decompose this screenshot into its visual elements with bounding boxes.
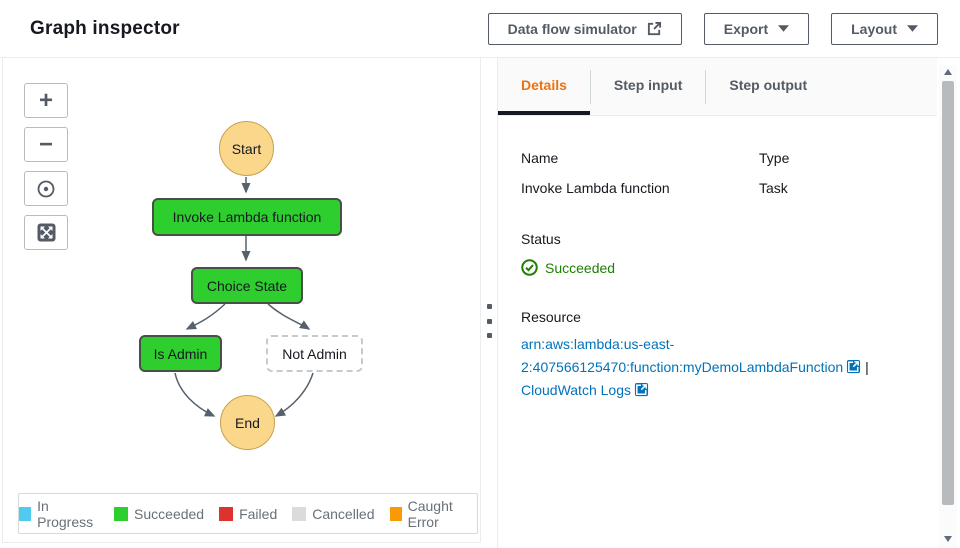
legend-label: Succeeded — [134, 505, 205, 522]
zoom-in-icon: + — [38, 86, 53, 114]
type-value: Task — [759, 180, 788, 196]
scroll-up-icon — [944, 69, 952, 75]
status-text: Succeeded — [545, 259, 616, 276]
failed-swatch — [219, 506, 234, 521]
scrollbar-up-button[interactable] — [939, 65, 957, 79]
zoom-in-button[interactable]: + — [24, 83, 68, 118]
graph-node-is-admin[interactable]: Is Admin — [139, 335, 222, 372]
success-check-icon — [521, 259, 538, 276]
cloudwatch-logs-text: CloudWatch Logs — [521, 382, 631, 398]
tab-step-input-label: Step input — [613, 76, 683, 93]
end-node-label: End — [235, 414, 260, 431]
is-admin-node-label: Is Admin — [153, 345, 208, 362]
name-value: Invoke Lambda function — [521, 180, 670, 196]
graph-zoom-controls: + − — [24, 83, 68, 250]
step-details-panel: Details Step input Step output Name Type… — [497, 58, 937, 548]
tab-step-input[interactable]: Step input — [591, 58, 705, 115]
caret-down-icon — [778, 25, 790, 32]
fit-view-button[interactable] — [24, 215, 68, 250]
legend-succeeded: Succeeded — [114, 506, 204, 522]
tab-step-output[interactable]: Step output — [706, 58, 830, 115]
center-view-button[interactable] — [24, 171, 68, 206]
content-area: + − — [0, 58, 960, 548]
tab-step-output-label: Step output — [729, 76, 808, 93]
layout-button[interactable]: Layout — [831, 12, 938, 45]
in-progress-swatch — [19, 506, 32, 521]
status-block: Status Succeeded — [521, 231, 913, 276]
tab-details-label: Details — [521, 76, 567, 93]
details-scrollbar — [939, 65, 957, 548]
zoom-out-button[interactable]: − — [24, 127, 68, 162]
drag-dot — [486, 318, 492, 324]
tab-separator — [589, 69, 591, 104]
not-admin-node-label: Not Admin — [282, 345, 347, 362]
tab-separator — [705, 69, 707, 104]
tab-details[interactable]: Details — [498, 58, 590, 115]
legend-cancelled: Cancelled — [292, 505, 375, 522]
graph-node-end[interactable]: End — [220, 395, 275, 450]
scroll-down-icon — [944, 536, 952, 542]
succeeded-swatch — [114, 506, 129, 521]
legend-label: Failed — [239, 505, 278, 522]
type-label: Type — [759, 150, 790, 166]
resource-links: arn:aws:lambda:us-east-2:407566125470:fu… — [521, 333, 927, 402]
start-node-label: Start — [231, 140, 262, 157]
center-view-icon — [36, 179, 56, 199]
status-legend: In Progress Succeeded Failed Cancelled C… — [18, 493, 478, 534]
header-bar: Graph inspector Data flow simulator Expo… — [0, 0, 960, 58]
external-link-icon — [843, 359, 861, 375]
data-flow-simulator-button[interactable]: Data flow simulator — [487, 12, 682, 45]
scrollbar-down-button[interactable] — [939, 532, 957, 546]
drag-dot — [486, 304, 492, 309]
choice-state-node-label: Choice State — [206, 277, 288, 294]
status-label: Status — [521, 231, 561, 247]
data-flow-simulator-label: Data flow simulator — [507, 20, 637, 37]
legend-label: Caught Error — [407, 497, 453, 530]
cloudwatch-logs-link[interactable]: CloudWatch Logs — [521, 382, 649, 398]
legend-caught-error: Caught Error — [389, 497, 478, 530]
external-link-icon — [631, 382, 649, 398]
resource-block: Resource arn:aws:lambda:us-east-2:407566… — [521, 309, 913, 402]
lambda-arn-text: arn:aws:lambda:us-east-2:407566125470:fu… — [521, 336, 844, 375]
name-label: Name — [521, 150, 559, 166]
caught-error-swatch — [389, 506, 402, 521]
scrollbar-thumb[interactable] — [942, 81, 954, 505]
details-tabbar: Details Step input Step output — [498, 58, 937, 116]
export-button[interactable]: Export — [703, 12, 810, 45]
drag-dot — [486, 333, 492, 338]
graph-node-invoke-lambda[interactable]: Invoke Lambda function — [152, 198, 342, 236]
graph-node-start[interactable]: Start — [219, 121, 274, 176]
graph-node-not-admin[interactable]: Not Admin — [266, 335, 363, 372]
resource-label: Resource — [521, 309, 581, 325]
status-value: Succeeded — [521, 259, 913, 276]
link-separator: | — [865, 359, 869, 375]
header-actions: Data flow simulator Export Layout — [487, 12, 938, 45]
cancelled-swatch — [292, 506, 307, 521]
external-link-icon — [647, 21, 662, 36]
page-title: Graph inspector — [30, 17, 180, 39]
graph-node-choice-state[interactable]: Choice State — [191, 267, 303, 304]
legend-label: Cancelled — [312, 505, 375, 522]
fit-view-icon — [37, 223, 56, 242]
lambda-arn-link[interactable]: arn:aws:lambda:us-east-2:407566125470:fu… — [521, 336, 861, 375]
legend-failed: Failed — [219, 506, 277, 522]
legend-in-progress: In Progress — [19, 498, 99, 530]
panel-resize-handle[interactable] — [483, 303, 495, 339]
export-label: Export — [723, 20, 769, 37]
layout-label: Layout — [851, 20, 897, 37]
workflow-graph-panel: + − — [2, 58, 481, 543]
invoke-lambda-node-label: Invoke Lambda function — [172, 209, 322, 225]
zoom-out-icon: − — [38, 130, 53, 158]
details-content: Name Type Invoke Lambda function Task St… — [498, 116, 937, 402]
name-type-grid: Name Type Invoke Lambda function Task — [521, 150, 913, 196]
legend-label: In Progress — [37, 497, 94, 530]
caret-down-icon — [907, 25, 918, 32]
